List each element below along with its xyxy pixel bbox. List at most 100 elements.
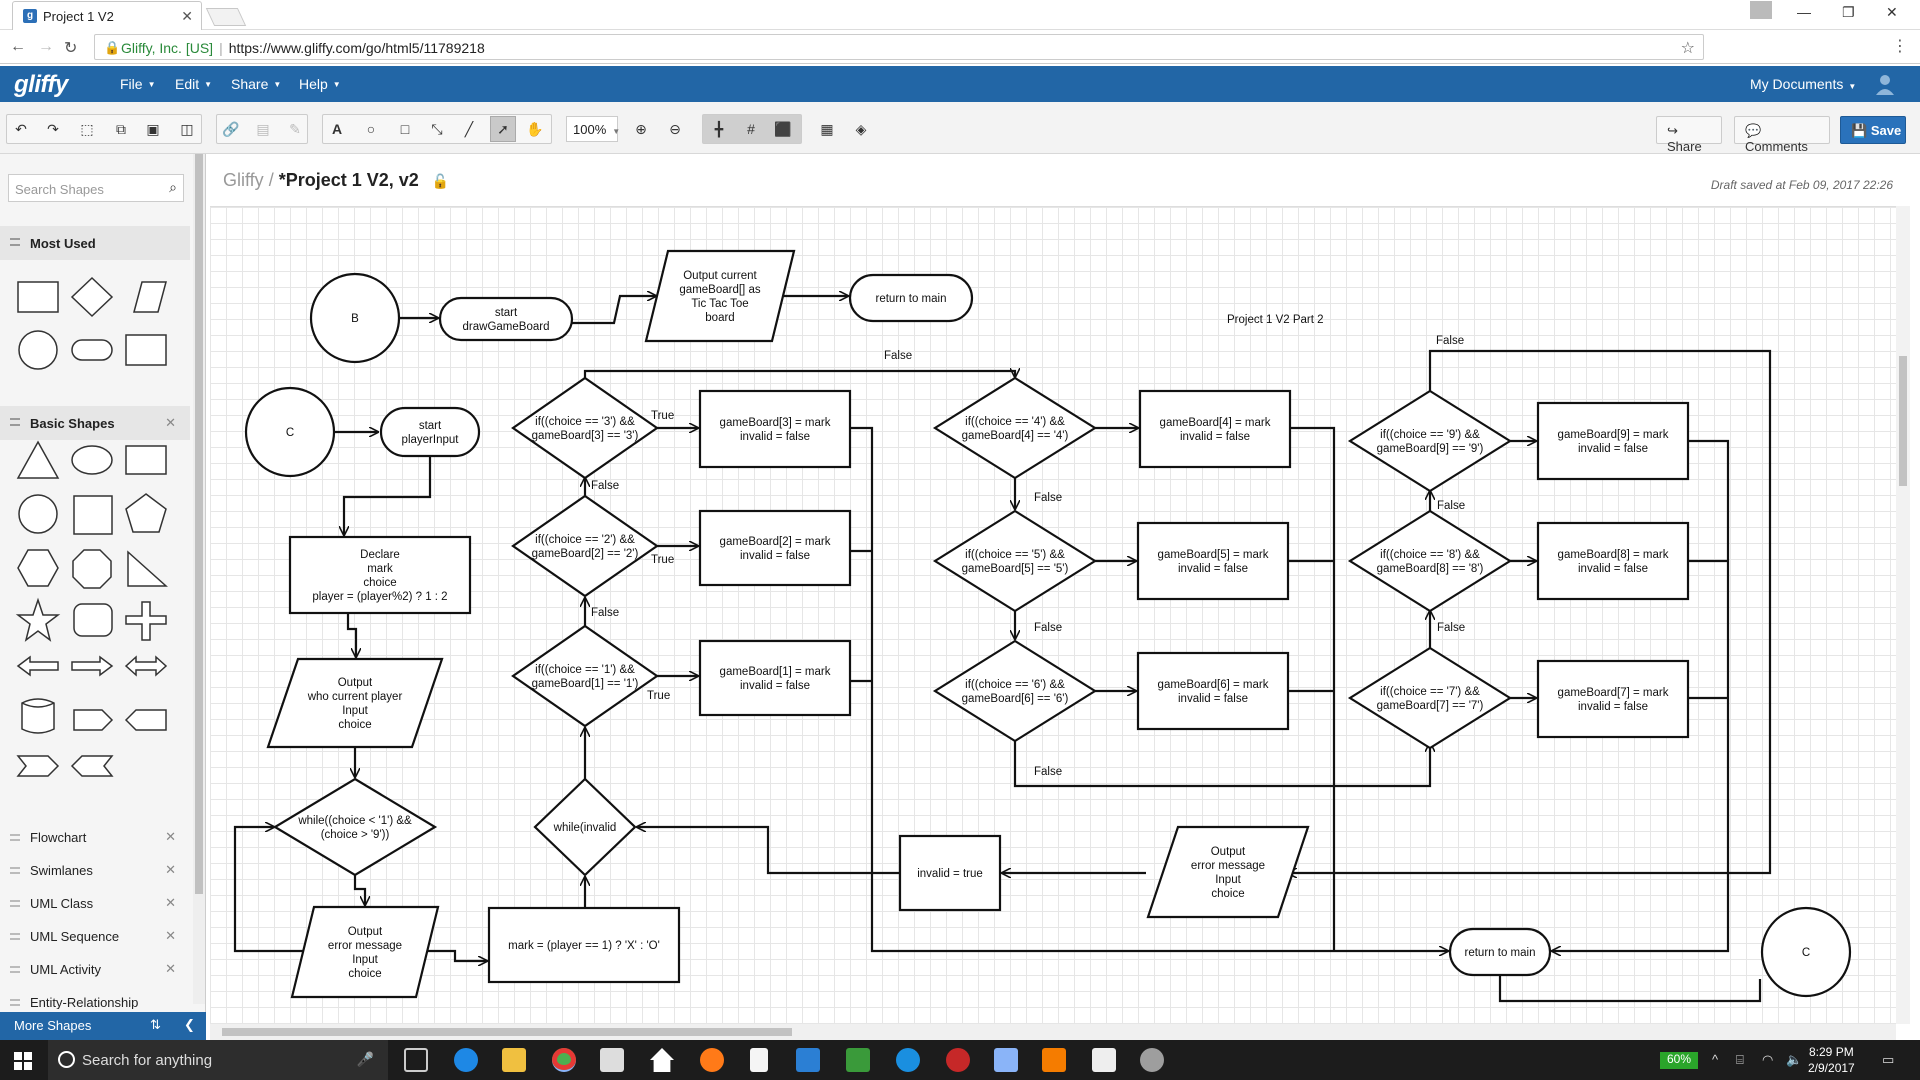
shape-cylinder[interactable] [21,698,55,734]
send-back-icon[interactable]: ◫ [180,121,194,137]
close-library-icon[interactable]: ✕ [165,895,176,910]
forward-icon[interactable]: → [38,38,54,55]
windows-start-icon[interactable] [14,1052,32,1070]
file-explorer-icon[interactable] [502,1048,526,1072]
page-guides-icon[interactable]: ⬛ [774,121,792,137]
reload-icon[interactable]: ↻ [64,40,78,57]
shape-octagon[interactable] [72,549,112,589]
pointer-tool-icon[interactable]: ➚ [490,116,516,142]
home-icon[interactable] [650,1048,674,1072]
save-button[interactable]: 💾 Save [1840,116,1906,144]
shape-hexagon[interactable] [17,549,59,587]
connector[interactable] [1290,426,1336,951]
browser-tab[interactable]: g Project 1 V2 ✕ [12,1,202,30]
node-mark-assign[interactable]: mark = (player == 1) ? 'X' : 'O' [487,906,681,984]
share-button[interactable]: ↪ Share [1656,116,1722,154]
volume-icon[interactable]: 🔈 [1786,1052,1803,1067]
shape-arrow-right[interactable] [71,655,114,677]
notifications-icon[interactable]: ▭ [1882,1052,1895,1067]
node-return-main-top[interactable]: return to main [848,273,974,323]
drag-handle-icon[interactable] [10,867,20,874]
library-uml-sequence[interactable]: UML Sequence✕ [0,921,190,951]
shape-diamond[interactable] [70,276,114,318]
comments-button[interactable]: 💬 Comments [1734,116,1830,154]
my-documents-link[interactable]: My Documents▼ [1750,76,1857,92]
connector[interactable] [637,827,900,875]
app-icon[interactable] [994,1048,1018,1072]
line-tool-icon[interactable]: ╱ [464,121,474,137]
shape-pentagon[interactable] [125,493,167,533]
shape-arrow-double[interactable] [124,655,168,677]
drag-handle-icon[interactable] [10,834,20,841]
breadcrumb-root[interactable]: Gliffy [223,170,264,190]
zoom-select[interactable]: 100%▼ [566,116,620,142]
connector[interactable] [850,426,1448,951]
connector[interactable] [1288,349,1772,873]
shape-rounded-rectangle[interactable] [73,603,113,637]
node-if-choice-6[interactable]: if((choice == '6') &&gameBoard[6] == '6'… [932,639,1098,743]
minimize-icon[interactable]: — [1797,4,1811,20]
connector[interactable] [344,456,432,535]
snap-icon[interactable]: ╋ [714,121,724,137]
node-if-choice-9[interactable]: if((choice == '9') &&gameBoard[9] == '9'… [1347,389,1513,493]
app-icon[interactable] [846,1048,870,1072]
app-icon[interactable] [1042,1048,1066,1072]
profile-icon[interactable] [1750,1,1772,19]
undo-icon[interactable]: ↶ [15,121,27,137]
shape-chevron-right[interactable] [16,755,60,777]
store-icon[interactable] [600,1048,624,1072]
library-swimlanes[interactable]: Swimlanes✕ [0,855,190,885]
drag-handle-icon[interactable] [10,999,20,1006]
battery-indicator[interactable]: 60% [1660,1052,1698,1069]
zoom-in-icon[interactable]: ⊕ [635,121,647,137]
shape-cross[interactable] [125,601,167,641]
drag-handle-icon[interactable] [10,900,20,907]
shape-parallelogram[interactable] [133,281,167,313]
close-library-icon[interactable]: ✕ [165,862,176,877]
photos-icon[interactable] [1092,1048,1116,1072]
node-return-main-bottom[interactable]: return to main [1448,927,1552,977]
vertical-scrollbar[interactable] [1896,206,1910,1024]
zoom-out-icon[interactable]: ⊖ [669,121,681,137]
shape-circle[interactable] [18,494,58,534]
app-icon[interactable] [946,1048,970,1072]
connector[interactable] [1498,975,1762,1003]
drag-handle-icon[interactable] [10,238,20,246]
close-tab-icon[interactable]: ✕ [181,8,193,24]
url-field[interactable]: 🔒 Gliffy, Inc. [US]|https://www.gliffy.c… [94,34,1704,60]
gliffy-logo[interactable]: gliffy [14,71,68,98]
connector[interactable] [1013,741,1430,788]
connector[interactable] [572,296,656,325]
microphone-icon[interactable]: 🎤 [356,1051,374,1067]
unlock-icon[interactable]: 🔓 [431,173,450,189]
connector[interactable] [353,875,365,905]
shape-square[interactable] [73,495,113,535]
grid-icon[interactable]: # [747,121,755,137]
connector[interactable] [233,827,310,953]
horizontal-scrollbar[interactable] [210,1024,1896,1040]
document-title[interactable]: *Project 1 V2, v2 [278,170,419,190]
edge-icon[interactable] [454,1048,478,1072]
node-while-invalid[interactable]: while(invalid [533,777,637,877]
settings-icon[interactable] [1140,1048,1164,1072]
shape-rectangle[interactable] [17,281,59,313]
format-painter-icon[interactable]: ✎ [289,121,301,137]
layers-icon[interactable]: ◈ [855,121,867,137]
shape-tag-right[interactable] [73,709,114,731]
section-basic-shapes[interactable]: Basic Shapes ✕ [0,406,190,440]
redo-icon[interactable]: ↷ [47,121,59,137]
theme-icon[interactable]: ▦ [820,121,834,137]
task-view-icon[interactable] [404,1048,428,1072]
sort-icon[interactable]: ⇅ [150,1017,161,1032]
back-icon[interactable]: ← [10,38,26,55]
firefox-icon[interactable] [700,1048,724,1072]
